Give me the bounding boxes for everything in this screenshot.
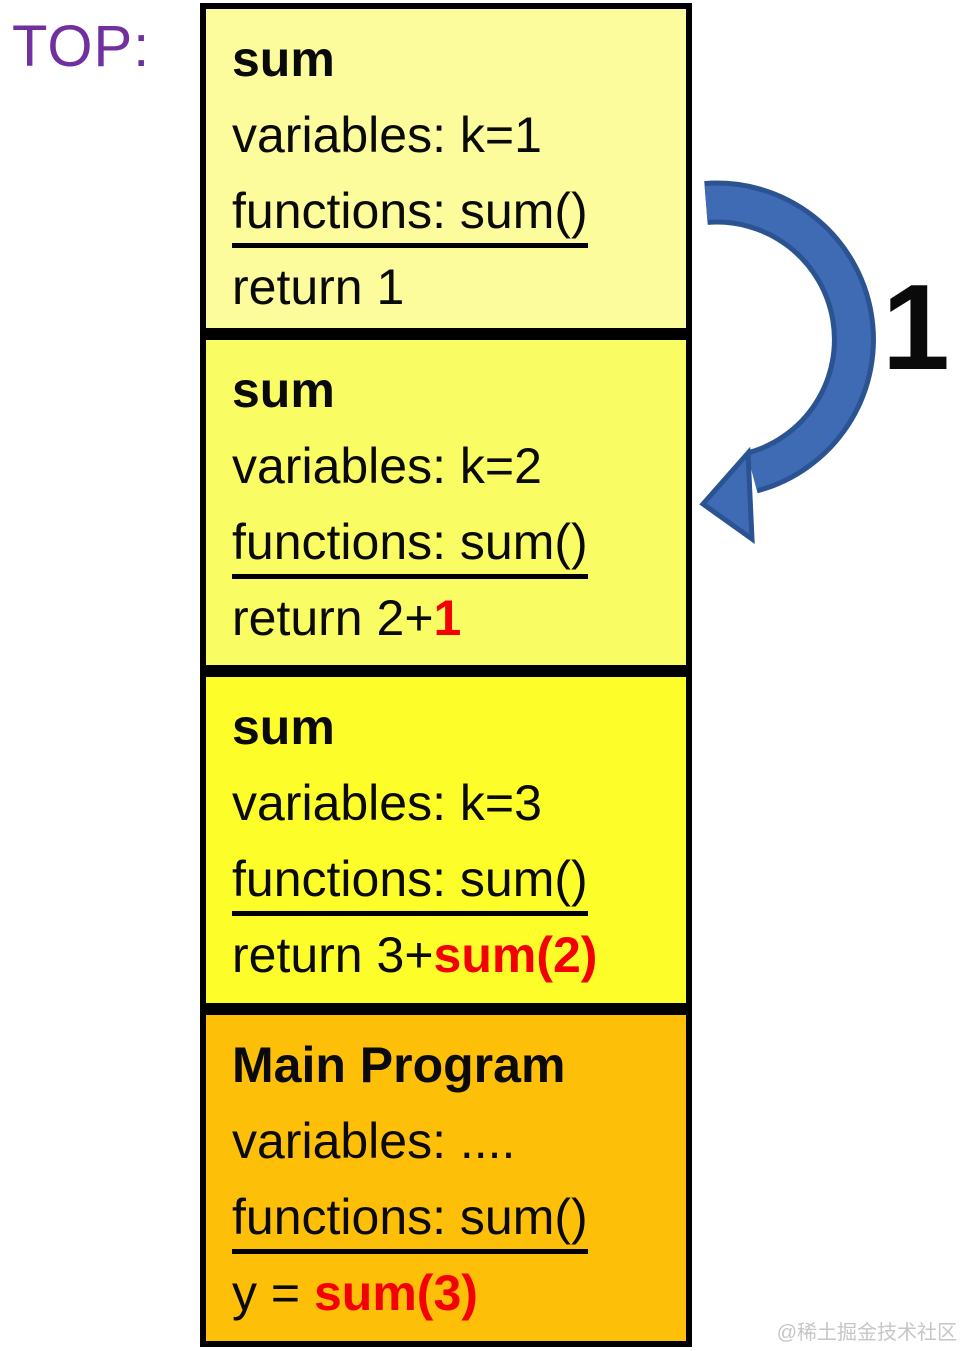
frame-functions: functions: sum() [232, 504, 680, 580]
frame-variables: variables: k=2 [232, 438, 542, 494]
frame-statement: return 2+1 [232, 580, 680, 656]
frame-statement: return 3+sum(2) [232, 917, 680, 993]
top-label: TOP: [12, 14, 151, 79]
frame-title: sum [232, 31, 335, 87]
stack-frame-sum-k2: sum variables: k=2 functions: sum() retu… [200, 334, 692, 671]
frame-functions: functions: sum() [232, 841, 680, 917]
return-arrow-band-outline [704, 180, 876, 494]
frame-functions: functions: sum() [232, 1179, 680, 1255]
statement-highlight: sum(2) [433, 927, 598, 983]
stack-frame-main-program: Main Program variables: .... functions: … [200, 1009, 692, 1347]
frame-title: Main Program [232, 1037, 566, 1093]
frame-functions: functions: sum() [232, 173, 680, 249]
statement-text: y = [232, 1265, 314, 1321]
return-arrow-band [704, 185, 871, 489]
frame-statement: y = sum(3) [232, 1255, 680, 1331]
frame-functions-text: functions: sum() [232, 183, 588, 248]
stack-frame-sum-k1: sum variables: k=1 functions: sum() retu… [200, 3, 692, 334]
return-value-label: 1 [882, 259, 950, 395]
frame-title: sum [232, 699, 335, 755]
frame-variables: variables: k=3 [232, 775, 542, 831]
statement-text: return 2+ [232, 590, 434, 646]
frame-functions-text: functions: sum() [232, 514, 588, 579]
statement-text: return 3+ [232, 927, 434, 983]
frame-variables: variables: .... [232, 1113, 516, 1169]
frame-title: sum [232, 362, 335, 418]
watermark: @稀土掘金技术社区 [776, 1322, 957, 1344]
statement-text: return 1 [232, 259, 405, 315]
statement-highlight: 1 [433, 590, 462, 646]
frame-statement: return 1 [232, 249, 680, 325]
return-arrow-head [699, 446, 755, 545]
stack-frame-sum-k3: sum variables: k=3 functions: sum() retu… [200, 671, 692, 1009]
call-stack: sum variables: k=1 functions: sum() retu… [200, 3, 692, 1347]
frame-functions-text: functions: sum() [232, 851, 588, 916]
frame-functions-text: functions: sum() [232, 1189, 588, 1254]
statement-highlight: sum(3) [313, 1265, 478, 1321]
frame-variables: variables: k=1 [232, 107, 542, 163]
